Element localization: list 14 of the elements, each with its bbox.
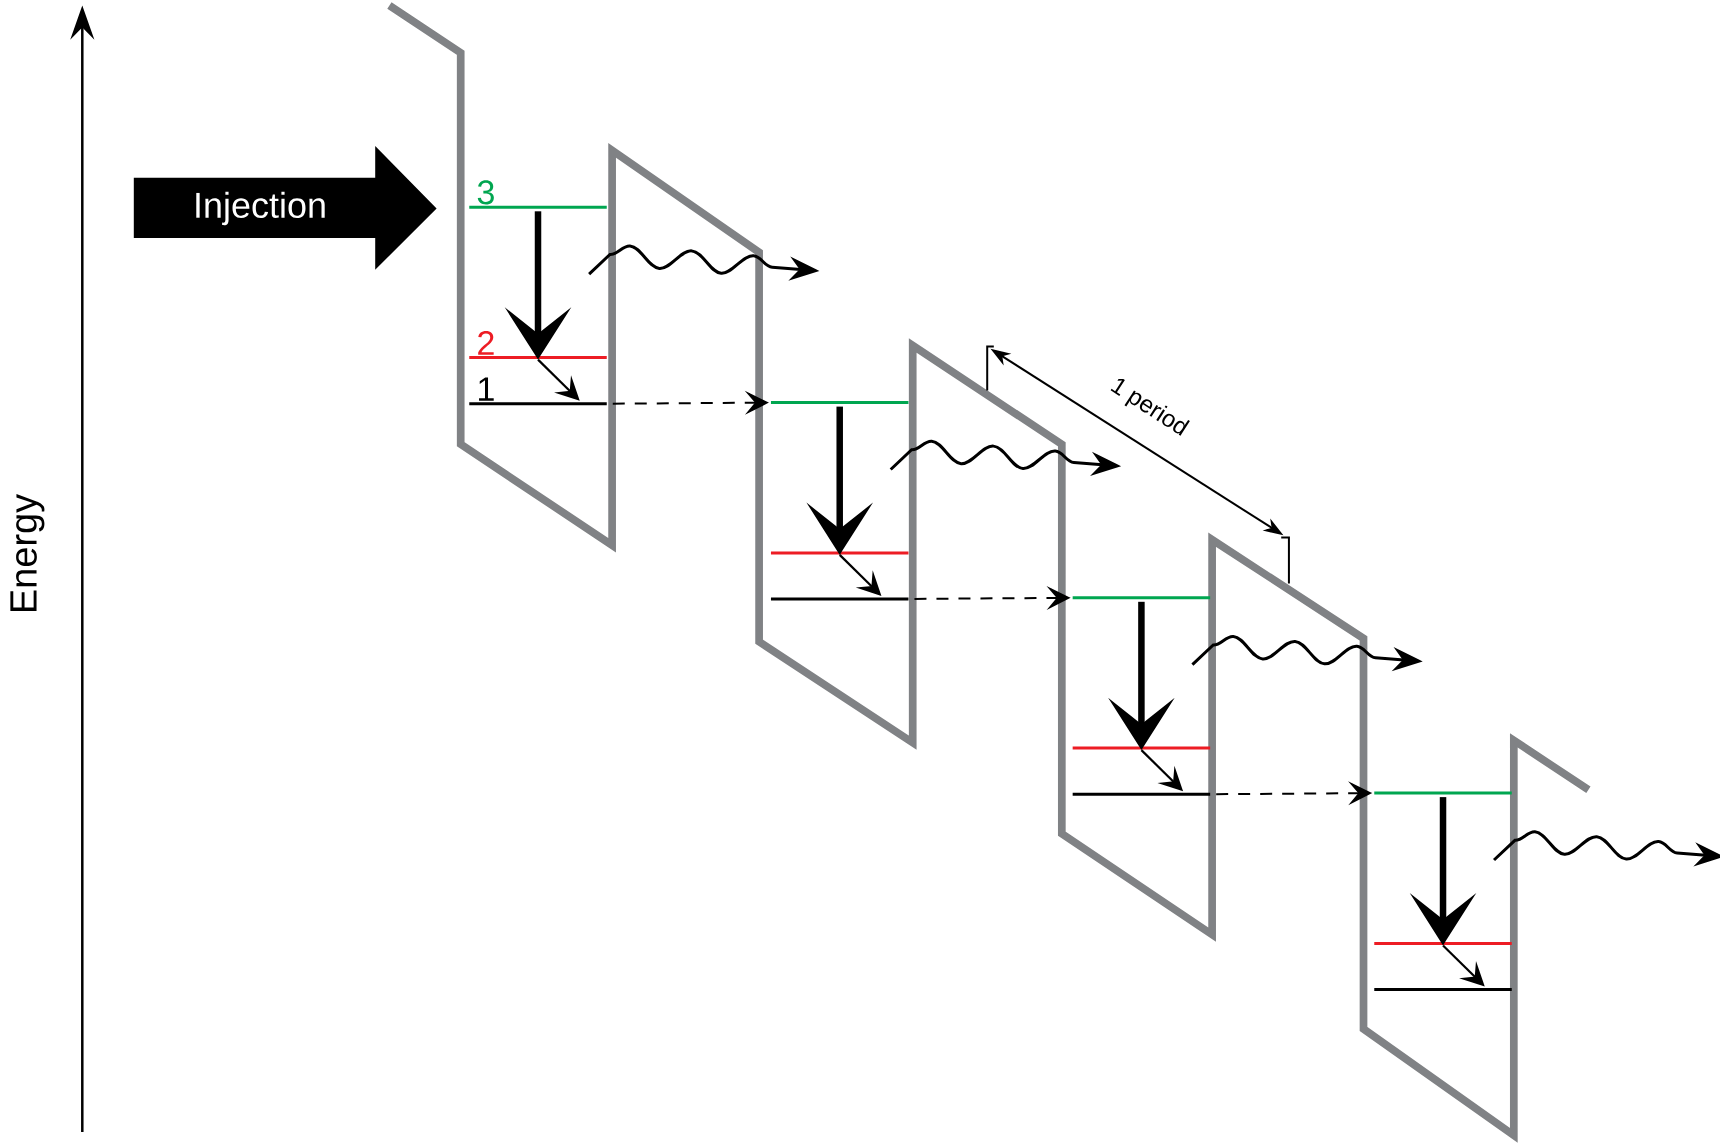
axis-label: Energy	[10, 493, 45, 612]
energy-level	[1374, 791, 1512, 795]
energy-level	[770, 551, 909, 555]
arrow	[537, 358, 580, 401]
energy-level: 1	[469, 377, 607, 406]
energy-level	[770, 401, 909, 405]
energy-level	[1072, 792, 1211, 796]
energy-level	[1072, 746, 1211, 750]
energy-level: 2	[469, 330, 607, 360]
energy-level	[1374, 941, 1512, 945]
energy-level: 3	[469, 180, 607, 209]
energy-level	[770, 597, 909, 601]
energy-level	[1072, 596, 1211, 600]
energy-level	[1374, 987, 1512, 991]
